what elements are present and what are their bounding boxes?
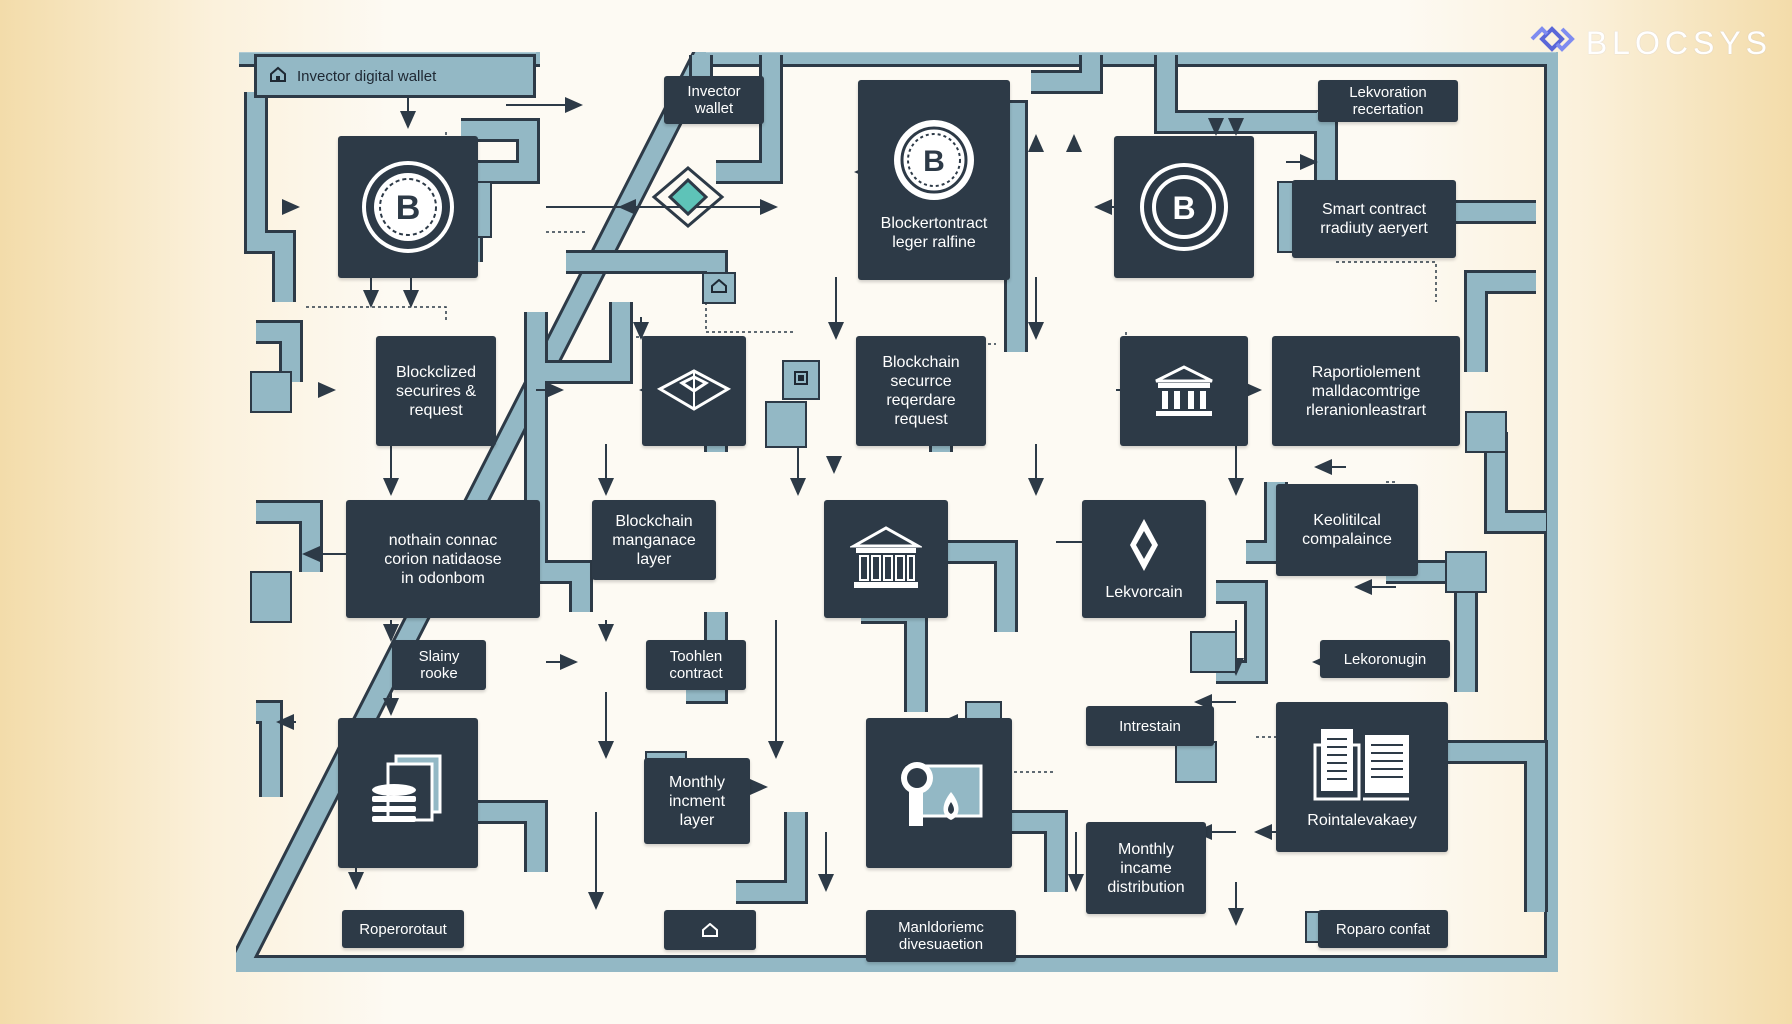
compliance-label: Keolitilcal compalaince bbox=[1302, 512, 1392, 548]
bitcoin-coin-icon: B bbox=[358, 157, 458, 257]
lekvorcain-node[interactable]: Lekvorcain bbox=[1082, 500, 1206, 618]
contract-bitcoin-node[interactable]: B bbox=[1114, 136, 1254, 278]
reporting-library-label: Rointalevakaey bbox=[1307, 811, 1417, 829]
bottom-right-node[interactable]: Roparo confat bbox=[1318, 910, 1448, 948]
home-icon bbox=[702, 923, 718, 937]
offchain-contract-label: nothain connac corion natidaose in odonb… bbox=[384, 531, 502, 587]
blockchain-flow-diagram: Invector digital wallet Invector wallet … bbox=[236, 52, 1558, 972]
bottom-home-node[interactable] bbox=[664, 910, 756, 950]
blockchain-ledger-node[interactable]: B Blockertontract leger ralfine bbox=[858, 80, 1010, 280]
monthly-distribution-label: Monthly incame distribution bbox=[1107, 840, 1185, 896]
home-icon bbox=[269, 66, 287, 86]
lekvorcain-label: Lekvorcain bbox=[1105, 583, 1183, 601]
server-junction bbox=[782, 360, 820, 400]
top-right-label: Lekvoration recertation bbox=[1349, 84, 1427, 118]
smart-contract-label: Smart contract rradiuty aeryert bbox=[1320, 201, 1428, 237]
bottom-right-label: Roparo confat bbox=[1335, 920, 1431, 938]
slaing-route-label: Slainy rooke bbox=[418, 648, 460, 682]
cube-icon bbox=[654, 361, 734, 421]
bottom-report-label: Roperorotaut bbox=[359, 920, 447, 938]
bottom-discussion-label: Manldoriemc divesuaetion bbox=[898, 919, 984, 953]
bottom-report-node[interactable]: Roperorotaut bbox=[342, 910, 464, 948]
bitcoin-coin-icon: B bbox=[1136, 159, 1232, 255]
database-node[interactable] bbox=[338, 718, 478, 868]
compliance-node[interactable]: Keolitilcal compalaince bbox=[1276, 484, 1418, 576]
investor-wallet-node[interactable]: Invector wallet bbox=[664, 76, 764, 124]
svg-text:B: B bbox=[923, 145, 945, 178]
monthly-layer-node[interactable]: Monthly incment layer bbox=[644, 758, 750, 844]
svg-text:B: B bbox=[396, 189, 421, 227]
wallet-bitcoin-node[interactable]: B bbox=[338, 136, 478, 278]
home-junction bbox=[702, 272, 736, 304]
monthly-distribution-node[interactable]: Monthly incame distribution bbox=[1086, 822, 1206, 914]
server-icon bbox=[794, 370, 808, 390]
book-icon bbox=[1307, 725, 1417, 805]
top-right-label-node[interactable]: Lekvoration recertation bbox=[1318, 80, 1458, 122]
bitcoin-badge-icon: B bbox=[886, 112, 982, 208]
ethereum-icon bbox=[1127, 517, 1161, 573]
tokenized-request-label: Blockclized securires & request bbox=[395, 363, 477, 419]
database-icon bbox=[360, 750, 456, 836]
reporting-module-node[interactable]: Raportiolement malldacomtrige rleranionl… bbox=[1272, 336, 1460, 446]
bank-building-icon bbox=[850, 524, 922, 594]
blocsys-logo-icon bbox=[1528, 18, 1578, 68]
government-bank-node[interactable] bbox=[824, 500, 948, 618]
investor-digital-wallet-tag: Invector digital wallet bbox=[254, 54, 536, 98]
home-icon bbox=[711, 278, 727, 298]
brand-name: BLOCSYS bbox=[1585, 24, 1772, 61]
svg-text:B: B bbox=[1172, 190, 1195, 226]
bank-node[interactable] bbox=[1120, 336, 1248, 446]
management-layer-label: Blockchain manganace layer bbox=[612, 512, 696, 568]
brand-logo: BLOCSYS bbox=[1528, 18, 1772, 68]
interstain-node[interactable]: Intrestain bbox=[1086, 706, 1214, 746]
monthly-layer-label: Monthly incment layer bbox=[668, 773, 726, 829]
token-contract-label: Toohlen contract bbox=[669, 648, 723, 682]
bank-icon bbox=[1152, 363, 1216, 419]
search-document-node[interactable] bbox=[866, 718, 1012, 868]
tokenized-request-node[interactable]: Blockclized securires & request bbox=[376, 336, 496, 446]
lekoronugin-node[interactable]: Lekoronugin bbox=[1320, 640, 1450, 678]
bottom-discussion-node[interactable]: Manldoriemc divesuaetion bbox=[866, 910, 1016, 962]
blockchain-request-node[interactable]: Blockchain securrce reqerdare request bbox=[856, 336, 986, 446]
management-layer-node[interactable]: Blockchain manganace layer bbox=[592, 500, 716, 580]
blockchain-request-label: Blockchain securrce reqerdare request bbox=[882, 354, 960, 428]
slaing-route-node[interactable]: Slainy rooke bbox=[392, 640, 486, 690]
search-document-icon bbox=[889, 748, 989, 838]
reporting-library-node[interactable]: Rointalevakaey bbox=[1276, 702, 1448, 852]
cube-node[interactable] bbox=[642, 336, 746, 446]
diamond-network-icon bbox=[648, 162, 728, 232]
interstain-label: Intrestain bbox=[1119, 717, 1181, 735]
investor-wallet-label: Invector wallet bbox=[687, 83, 741, 117]
token-contract-node[interactable]: Toohlen contract bbox=[646, 640, 746, 690]
lekoronugin-label: Lekoronugin bbox=[1343, 650, 1427, 668]
reporting-module-label: Raportiolement malldacomtrige rleranionl… bbox=[1305, 363, 1427, 419]
blockchain-ledger-label: Blockertontract leger ralfine bbox=[880, 215, 988, 251]
offchain-contract-node[interactable]: nothain connac corion natidaose in odonb… bbox=[346, 500, 540, 618]
smart-contract-node[interactable]: Smart contract rradiuty aeryert bbox=[1292, 180, 1456, 258]
